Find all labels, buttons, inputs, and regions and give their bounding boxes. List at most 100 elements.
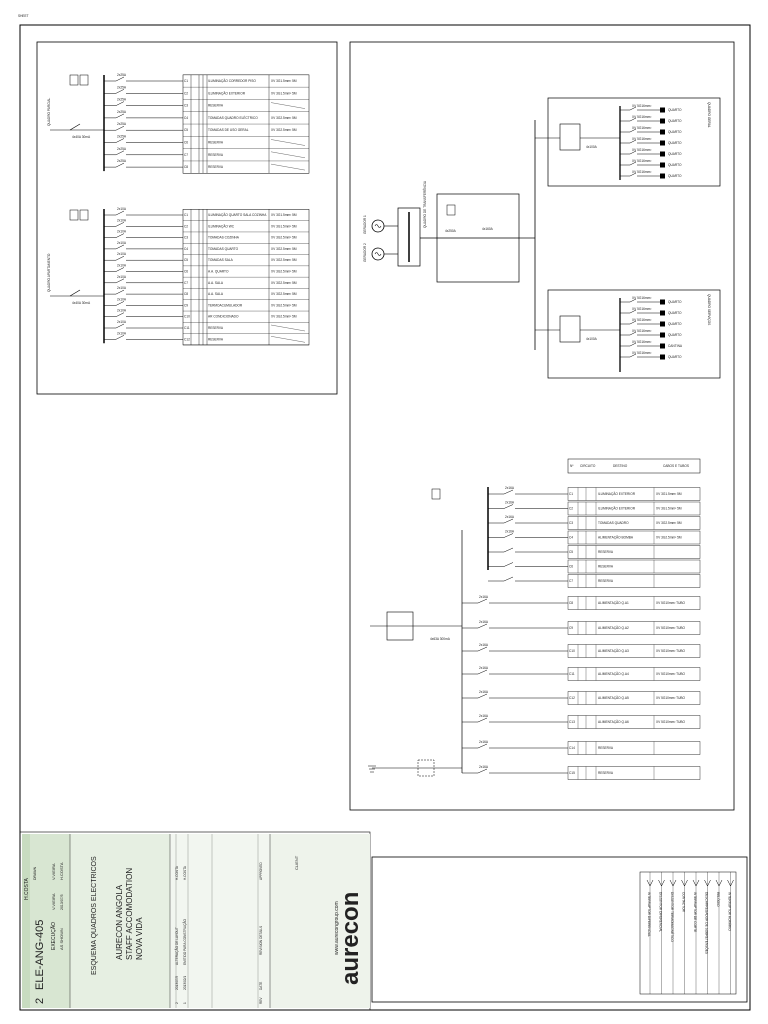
legend-symbol [727, 879, 734, 887]
revision-approved: H.COSTA [175, 865, 179, 880]
circuit-id: C2 [569, 507, 573, 511]
circuit-breaker [629, 172, 637, 177]
main-breaker-label: 4x63A 300mA [430, 637, 451, 641]
load-terminal [660, 310, 665, 316]
circuit-description: RESERVA [208, 337, 224, 341]
circuit-id: C3 [184, 104, 188, 108]
circuit-description: ALIMENTAÇÃO Q.A5 [598, 695, 629, 700]
generator-label: GERADOR 1 [363, 215, 367, 234]
designed-by: V.VIEIRA [51, 893, 56, 910]
circuit-description: ILUMINAÇÃO QUARTO SALA COZINHA [208, 212, 267, 217]
breaker-rating: 2x10A [117, 297, 127, 301]
circuit-description: A.A. SALA [208, 281, 224, 285]
revision-rev: 2 [175, 1002, 179, 1004]
circuit-id: C2 [184, 91, 188, 95]
breaker-rating: 2x16A [505, 530, 515, 534]
circuit-cable: XV 3G2.5mm² 5M [271, 236, 297, 240]
circuit-description: ALIMENTAÇÃO Q.A6 [598, 719, 629, 724]
load-label: QUARTO [668, 152, 682, 156]
meter-symbol [69, 209, 79, 221]
breaker-rating: 2x25A [117, 159, 127, 163]
circuit-id: C12 [184, 337, 190, 341]
circuit-description: ALIMENTAÇÃO Q.A2 [598, 625, 629, 630]
project-title-3: NOVA VIDA [135, 917, 144, 960]
load-terminal [660, 173, 665, 179]
load-label: QUARTO [668, 311, 682, 315]
circuit-id: C14 [569, 746, 575, 750]
legend-label: DESCARREGADOR DE SOBRETENSÕES [705, 892, 710, 954]
status-value: EXECUÇÃO [50, 922, 57, 950]
drawing-title: ESQUEMA QUADROS ELECTRICOS [91, 856, 98, 975]
circuit-id: C6 [569, 565, 573, 569]
circuit-cable: XV 3G2.5mm² 5M [271, 303, 297, 307]
circuit-breaker [115, 278, 125, 284]
cable-label: XV 5G16mm² [632, 159, 651, 163]
revision-header: REV [259, 997, 263, 1004]
circuit-breaker [629, 161, 637, 166]
circuit-cable: XV 3G2.5mm² 5M [271, 128, 297, 132]
breaker-rating: 2x16A [505, 501, 515, 505]
breaker-rating: 2x25A [117, 147, 127, 151]
load-label: QUARTO [668, 130, 682, 134]
breaker-rating: 2x16A [505, 486, 515, 490]
main-breaker-label: 4x40A 30mA [72, 135, 91, 139]
empty-cell-hatch [270, 102, 306, 109]
load-terminal [660, 162, 665, 168]
revision-header: APPROVED [259, 862, 263, 880]
circuit-breaker [115, 150, 125, 156]
circuit-breaker [115, 101, 125, 106]
drawing-number: ELE-ANG-405 [34, 920, 46, 990]
circuit-row [567, 559, 701, 574]
legend-symbol [658, 879, 665, 887]
circuit-breaker [629, 150, 637, 155]
circuit-id: C1 [184, 79, 188, 83]
date-value: 2013/07/5 [60, 894, 64, 910]
load-label: QUARTO [668, 355, 682, 359]
circuit-id: C11 [184, 326, 190, 330]
circuit-cable: XV 3G1.5mm² 5M [656, 507, 682, 511]
drawn-label: DRAWN [33, 866, 37, 880]
title-band [70, 834, 170, 1008]
legend-label: RELÓGIO [716, 892, 721, 907]
breaker-rating: 2x25A [117, 135, 127, 139]
circuit-breaker [629, 331, 637, 336]
circuit-breaker [477, 743, 488, 749]
circuit-cable: XV 3G1.5mm² 5M [271, 213, 297, 217]
legend-panel [371, 856, 748, 1003]
empty-cell-hatch [270, 336, 306, 343]
title-band-strip [22, 834, 30, 1008]
drawn-by: H.COSTA [24, 877, 30, 900]
load-label: QUARTO [668, 163, 682, 167]
circuit-description: RESERVA [598, 550, 614, 554]
breaker-rating: 2x10A [117, 207, 127, 211]
circuit-row [567, 766, 701, 780]
breaker-rating: 2x16A [479, 643, 489, 647]
circuit-description: TOMADAS SALA [208, 258, 234, 262]
circuit-id: C9 [184, 303, 188, 307]
breaker-rating: 2x10A [117, 320, 127, 324]
circuit-id: C4 [184, 116, 188, 120]
main-breaker-label: 4x250A [445, 229, 457, 233]
circuit-id: C8 [184, 165, 188, 169]
revision-band [170, 834, 270, 1008]
legend-symbol [669, 879, 677, 887]
board-title: QUADRO PARCIAL [47, 97, 51, 126]
circuit-breaker [629, 320, 637, 325]
table-header [567, 458, 701, 474]
title-block [19, 831, 371, 1011]
circuit-cable: XV 5G10mm² TUBO [656, 649, 686, 653]
board-title: QUADRO APARTAMENTO [47, 253, 51, 292]
breaker-rating: 2x25A [117, 85, 127, 89]
company-logo: aurecon [337, 892, 364, 985]
circuit-breaker [629, 117, 637, 122]
circuit-breaker [503, 489, 514, 495]
circuit-breaker [629, 139, 637, 144]
circuit-breaker [477, 623, 488, 629]
checked-by: V.VIEIRA [51, 863, 56, 880]
circuit-cable: XV 5G10mm² TUBO [656, 601, 686, 605]
circuit-breaker [115, 113, 125, 119]
